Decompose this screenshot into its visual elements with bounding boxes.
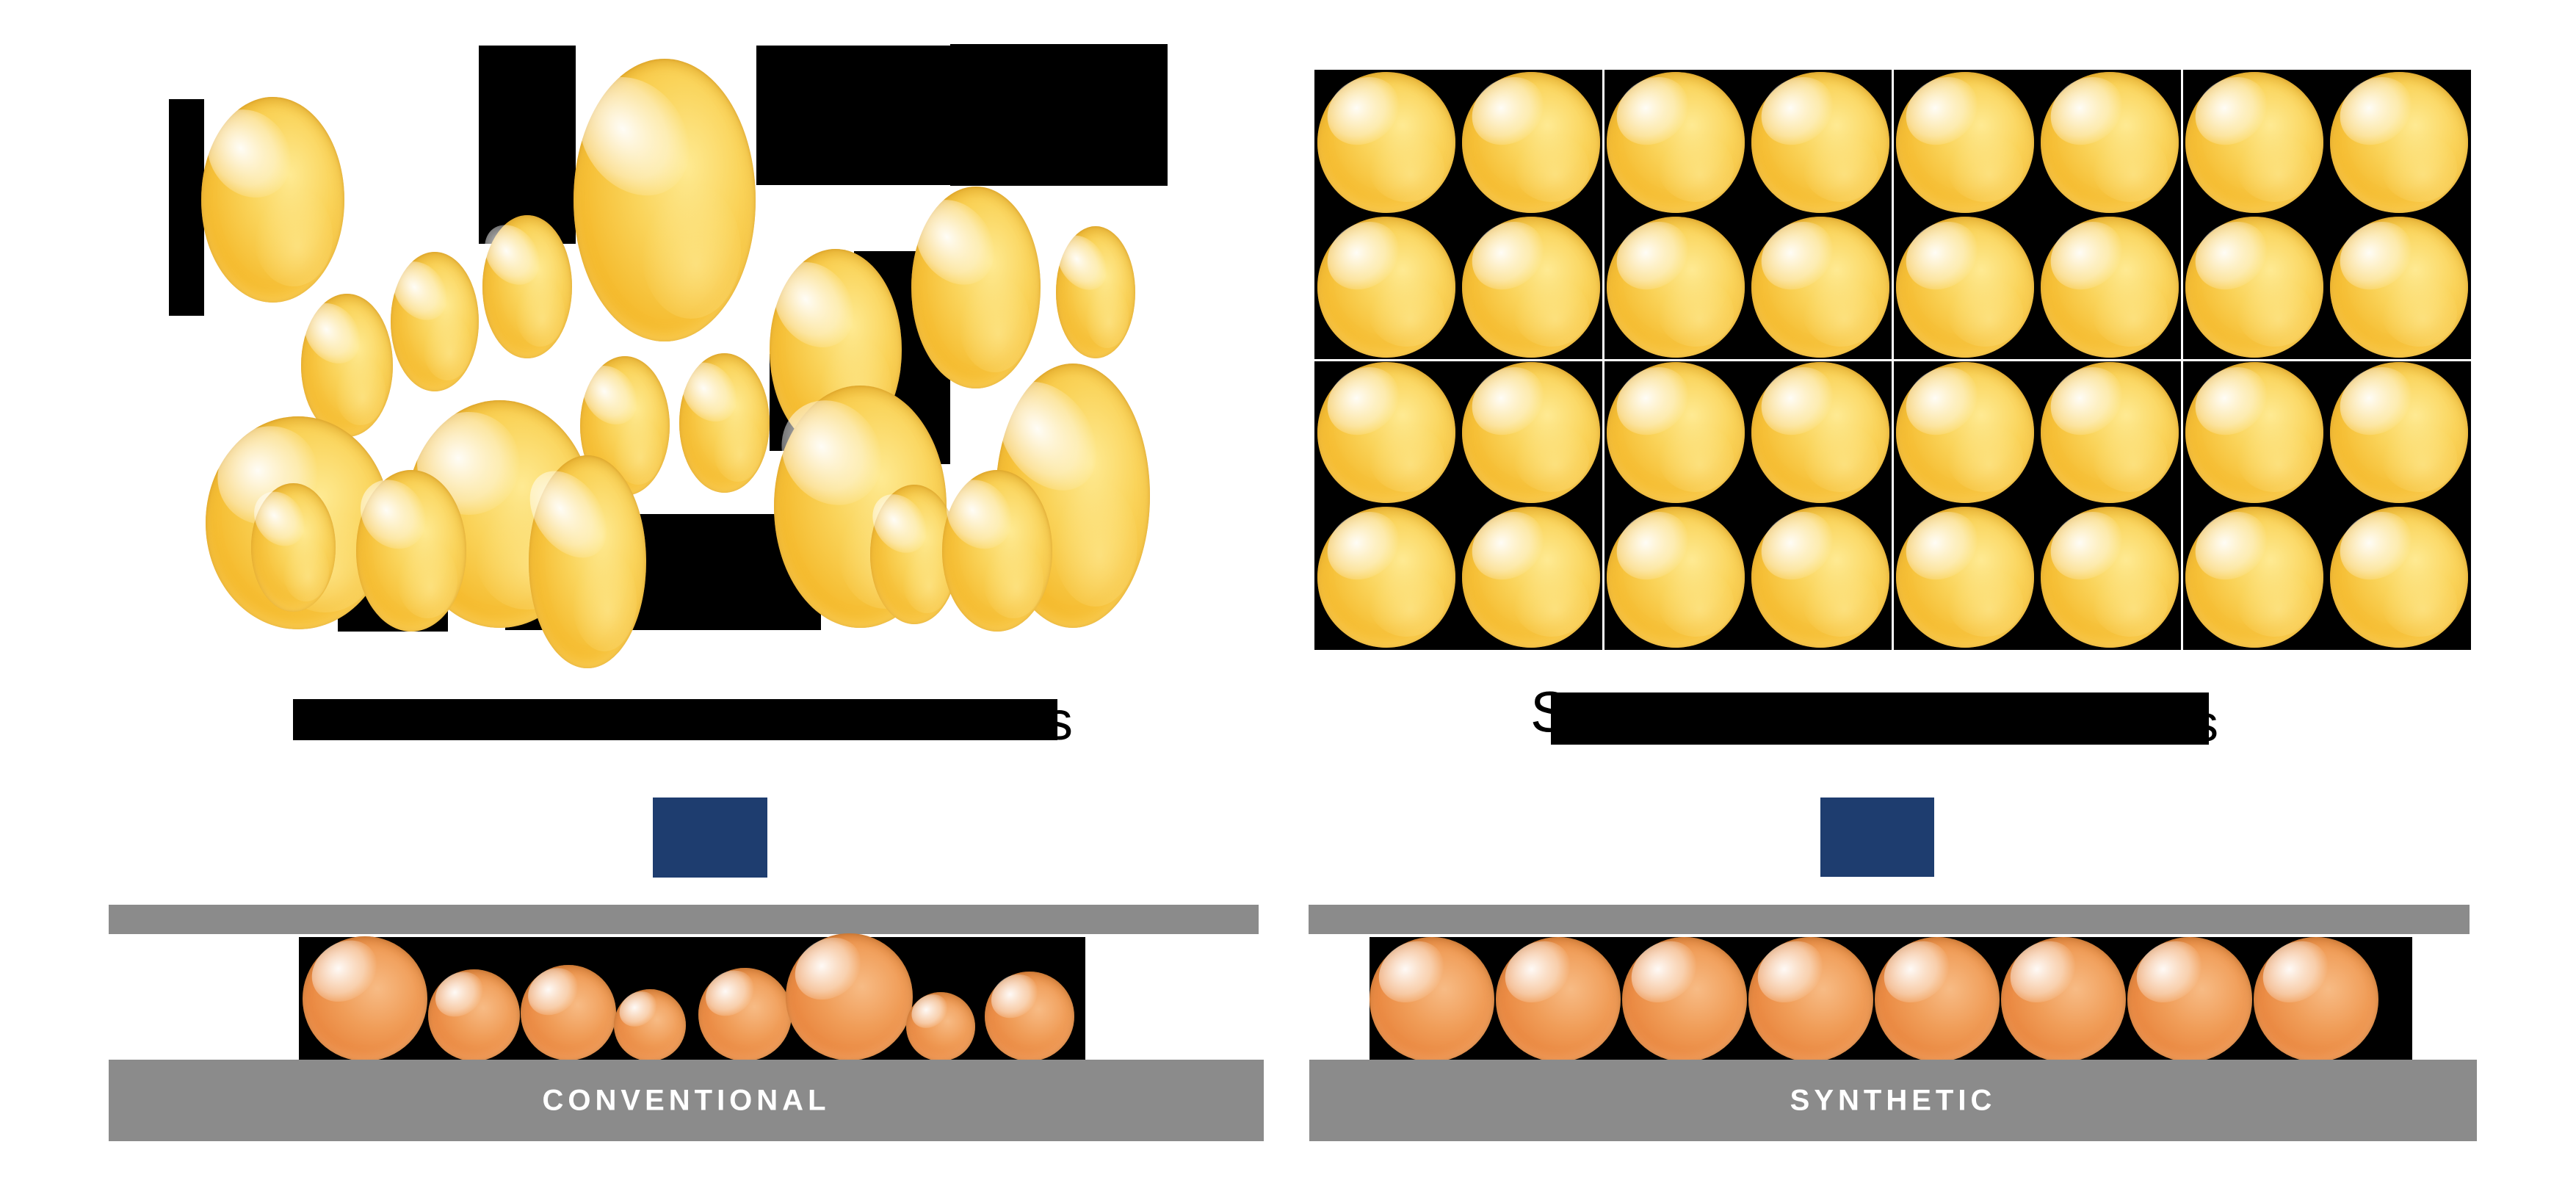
oil-molecule <box>1896 362 2034 503</box>
base-oil-molecule <box>2127 937 2252 1062</box>
oil-molecule <box>1751 507 1889 648</box>
oil-molecule <box>2041 72 2179 213</box>
oil-molecule <box>2185 72 2323 213</box>
base-oil-molecule <box>1622 937 1747 1062</box>
oil-molecule <box>251 483 336 612</box>
oil-molecule <box>2330 507 2468 648</box>
grid-line-horizontal <box>1314 359 2471 361</box>
base-oil-molecule <box>428 969 520 1061</box>
oil-molecule <box>1896 507 2034 648</box>
base-oil-molecule <box>614 989 686 1061</box>
synthetic-top-plate <box>1309 905 2470 934</box>
base-oil-molecule <box>1875 937 2000 1062</box>
oil-molecule <box>1462 362 1600 503</box>
oil-molecule <box>301 294 393 437</box>
shadow-artifact <box>756 46 950 185</box>
oil-molecule <box>201 97 344 303</box>
oil-molecule <box>1056 226 1135 358</box>
base-oil-molecule <box>1370 937 1494 1062</box>
conventional-top-plate <box>109 905 1259 934</box>
oil-molecule <box>1896 217 2034 358</box>
synthetic-caption-redaction-bar <box>1551 692 2209 745</box>
oil-molecule <box>1317 72 1455 213</box>
oil-molecule <box>482 215 572 358</box>
oil-molecule <box>1462 507 1600 648</box>
oil-molecule <box>942 470 1052 632</box>
base-oil-molecule <box>1748 937 1873 1062</box>
oil-molecule <box>2041 217 2179 358</box>
oil-molecule <box>911 187 1041 388</box>
shadow-artifact <box>950 44 1168 186</box>
base-oil-molecule <box>521 965 616 1060</box>
conventional-caption-suffix-glyph: s <box>1046 690 1073 751</box>
oil-molecule <box>1607 72 1745 213</box>
synthetic-label: SYNTHETIC <box>1790 1084 1997 1116</box>
oil-molecule <box>1751 217 1889 358</box>
oil-molecule <box>1317 217 1455 358</box>
oil-molecule <box>2041 362 2179 503</box>
base-oil-molecule <box>2254 937 2378 1062</box>
oil-molecule <box>1607 362 1745 503</box>
oil-molecule <box>1896 72 2034 213</box>
base-oil-molecule <box>786 933 913 1060</box>
oil-molecule <box>1462 217 1600 358</box>
oil-molecule <box>1751 362 1889 503</box>
oil-molecule <box>2330 72 2468 213</box>
base-oil-molecule <box>2001 937 2126 1062</box>
synthetic-down-arrow <box>1820 798 1934 877</box>
base-oil-molecule <box>1496 937 1621 1062</box>
oil-molecule <box>2041 507 2179 648</box>
oil-molecule <box>679 353 770 493</box>
oil-molecule <box>574 59 756 341</box>
oil-molecule <box>2330 217 2468 358</box>
oil-molecule <box>2185 507 2323 648</box>
synthetic-caption-prefix-glyph: S <box>1530 679 1569 744</box>
oil-molecule <box>1751 72 1889 213</box>
base-oil-molecule <box>985 972 1074 1061</box>
oil-molecule <box>356 470 466 632</box>
oil-molecule <box>391 252 479 391</box>
base-oil-molecule <box>698 968 792 1061</box>
synthetic-bottom-plate: SYNTHETIC <box>1309 1060 2477 1141</box>
shadow-artifact <box>169 99 204 316</box>
conventional-bottom-plate: CONVENTIONAL <box>109 1060 1264 1141</box>
conventional-down-arrow <box>653 798 767 878</box>
oil-molecule <box>1317 507 1455 648</box>
base-oil-molecule <box>906 992 975 1061</box>
oil-molecule <box>1462 72 1600 213</box>
oil-molecule <box>2185 362 2323 503</box>
oil-molecule <box>529 455 646 668</box>
base-oil-molecule <box>303 936 427 1061</box>
conventional-label: CONVENTIONAL <box>542 1084 831 1116</box>
shadow-artifact <box>479 46 576 244</box>
oil-molecule <box>1317 362 1455 503</box>
oil-molecule <box>2330 362 2468 503</box>
synthetic-caption-suffix-glyph: s <box>2193 695 2218 752</box>
conventional-caption-redaction-bar <box>293 699 1057 740</box>
oil-molecule <box>1607 217 1745 358</box>
oil-molecule <box>1607 507 1745 648</box>
oil-molecule <box>2185 217 2323 358</box>
